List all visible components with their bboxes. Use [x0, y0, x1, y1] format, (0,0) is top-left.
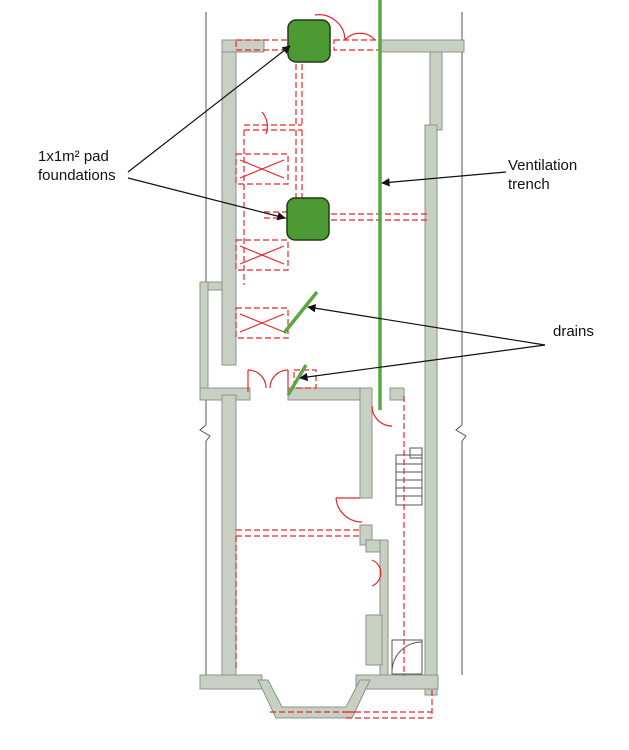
proposed-works	[235, 14, 433, 719]
drain-upper	[282, 290, 319, 335]
arrow-to-middle-pad	[127, 177, 286, 221]
arrow-to-drain-upper	[307, 304, 546, 346]
arrow-to-top-pad	[127, 45, 291, 173]
arrow-to-trench	[381, 171, 507, 187]
staircase	[395, 447, 423, 506]
pad-foundation-middle	[286, 197, 330, 241]
drains-label: drains	[553, 323, 594, 340]
pad-foundation-top	[287, 19, 331, 63]
front-door	[391, 639, 423, 675]
drain-lower	[286, 364, 308, 396]
pad-foundations-label: 1x1m² pad foundations	[38, 148, 116, 184]
arrow-to-drain-lower	[299, 344, 546, 382]
ventilation-trench-label: Ventilation trench	[508, 157, 578, 193]
annotation-arrows	[127, 45, 546, 382]
walls	[199, 39, 465, 719]
